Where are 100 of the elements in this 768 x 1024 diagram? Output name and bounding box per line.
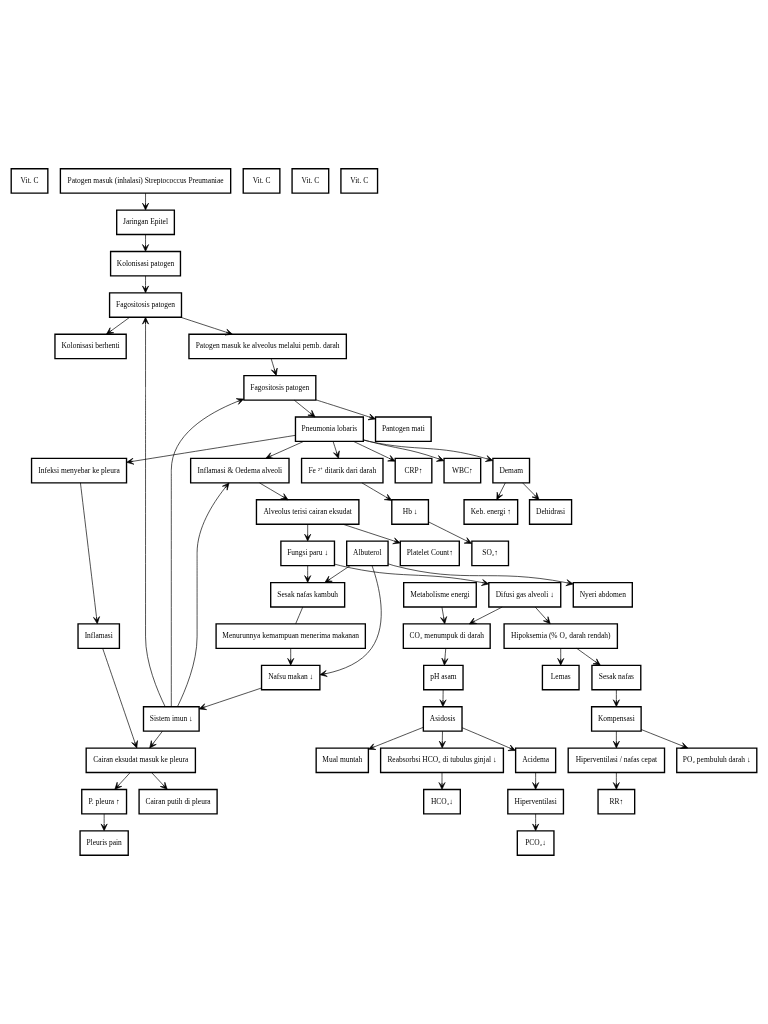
node-box: Vit. C bbox=[242, 168, 281, 194]
arrow bbox=[438, 730, 446, 749]
node-box: Kolonisasi patogen bbox=[109, 250, 182, 277]
node-box: PCO₂↓ bbox=[516, 830, 555, 856]
arrow bbox=[126, 435, 296, 465]
node-box: Hiperventilasi / nafas cepat bbox=[567, 747, 666, 774]
node-box: Cairan eksudat masuk ke pleura bbox=[85, 747, 197, 774]
arrow bbox=[259, 482, 289, 501]
arrow bbox=[102, 648, 138, 749]
node-box: Mual muntah bbox=[315, 747, 370, 774]
arrow bbox=[532, 813, 539, 832]
arrow bbox=[287, 648, 295, 666]
arrow bbox=[441, 648, 449, 666]
arrow bbox=[319, 565, 382, 677]
node-box: Menurunnya kemampuan menerima makanan bbox=[215, 623, 366, 650]
arrow bbox=[270, 358, 278, 376]
node-box: Patogen masuk (inhalasi) Streptococcus Preumaniae bbox=[59, 168, 232, 194]
node-box: Vit. C bbox=[340, 168, 379, 194]
arrow bbox=[387, 563, 574, 586]
node-box: Cairan putih di pleura bbox=[138, 788, 218, 815]
node-box: Fungsi paru ↓ bbox=[280, 540, 336, 567]
node-box: Fagositosis patogen bbox=[108, 292, 183, 318]
arrow bbox=[428, 521, 472, 544]
node-box: Kompensasi bbox=[590, 706, 642, 732]
arrow bbox=[142, 317, 166, 707]
node-box: Keb. energi ↑ bbox=[463, 499, 519, 525]
node-box: CO₂ menumpuk di darah bbox=[402, 623, 491, 650]
node-box: Sesak nafas kambuh bbox=[270, 581, 346, 608]
node-box: Fagositosis patogen bbox=[243, 374, 317, 401]
node-box: Acidema bbox=[514, 747, 557, 774]
node-box: Sesak nafas bbox=[591, 664, 642, 691]
arrow bbox=[100, 813, 108, 832]
arrow bbox=[612, 689, 620, 707]
node-box: Vit. C bbox=[10, 168, 49, 194]
arrow bbox=[557, 648, 565, 666]
node-box: Platelet Count↑ bbox=[399, 540, 460, 567]
arrow bbox=[304, 523, 312, 542]
arrow bbox=[353, 441, 396, 462]
node-box: Pleuris pain bbox=[79, 830, 129, 856]
node-box: Hipoksemia (% O₂ darah rendah) bbox=[503, 623, 619, 650]
node-box: RR↑ bbox=[597, 788, 636, 815]
arrow bbox=[522, 482, 540, 500]
arrow bbox=[315, 399, 376, 421]
node-box: CRP↑ bbox=[394, 457, 433, 484]
node-box: Fe ²⁺ ditarik dari darah bbox=[300, 457, 384, 484]
node-box: Demam bbox=[492, 457, 531, 484]
node-box: Hiperventilasi bbox=[507, 788, 565, 815]
arrow bbox=[368, 727, 424, 750]
arrow bbox=[576, 648, 601, 666]
arrow bbox=[468, 606, 503, 625]
arrow bbox=[534, 606, 551, 625]
node-box: Pantogen mati bbox=[374, 416, 432, 443]
node-box: Pneumonia lobaris bbox=[294, 416, 364, 443]
arrow bbox=[324, 565, 351, 583]
node-box: Jaringan Epitel bbox=[116, 209, 176, 236]
arrow bbox=[304, 565, 312, 583]
arrow bbox=[177, 482, 230, 707]
arrow bbox=[439, 689, 447, 707]
node-box: Nafsu makan ↓ bbox=[260, 664, 321, 691]
connector bbox=[295, 606, 304, 625]
node-box: Vit. C bbox=[291, 168, 330, 194]
arrow bbox=[612, 730, 620, 749]
arrow bbox=[532, 772, 539, 790]
node-box: P. pleura ↑ bbox=[81, 788, 128, 815]
node-box: Reabsorbsi HCO₃ di tubulus ginjal ↓ bbox=[379, 747, 505, 774]
node-box: Inflamasi & Oedema alveoli bbox=[189, 457, 290, 484]
node-box: Alveolus terisi cairan eksudat bbox=[255, 499, 360, 525]
node-box: Dehidrasi bbox=[528, 499, 573, 525]
node-box: HCO₃↓ bbox=[423, 788, 461, 815]
arrow bbox=[332, 441, 340, 459]
node-box: PO₂ pembuluh darah ↓ bbox=[676, 747, 758, 774]
node-box: Kolonisasi berhenti bbox=[54, 333, 127, 360]
node-box: Asidosis bbox=[422, 706, 463, 732]
node-box: SO₂↑ bbox=[471, 540, 510, 567]
arrow bbox=[640, 729, 689, 749]
arrow bbox=[334, 563, 490, 586]
arrow bbox=[342, 523, 401, 545]
node-box: Lemas bbox=[541, 664, 580, 691]
node-box: Difusi gas alveoli ↓ bbox=[488, 581, 562, 608]
arrow bbox=[363, 439, 445, 462]
arrow bbox=[151, 772, 168, 790]
arrow bbox=[496, 482, 506, 500]
node-box: Metabolisme energi bbox=[403, 581, 477, 608]
arrow bbox=[461, 727, 516, 751]
node-box: Albuterol bbox=[346, 540, 389, 567]
node-box: Hb ↓ bbox=[391, 499, 430, 525]
node-box: WBC↑ bbox=[443, 457, 482, 484]
arrow bbox=[142, 192, 149, 211]
arrow bbox=[198, 687, 262, 710]
arrow bbox=[361, 482, 393, 501]
arrow bbox=[114, 772, 131, 790]
node-box: Nyeri abdomen bbox=[572, 581, 633, 608]
node-box: Sistem imun ↓ bbox=[142, 706, 200, 732]
arrow bbox=[438, 772, 446, 790]
arrow bbox=[106, 317, 130, 335]
arrow bbox=[440, 606, 447, 625]
arrow bbox=[265, 441, 304, 459]
arrow bbox=[142, 234, 149, 252]
arrow bbox=[170, 398, 245, 707]
node-box: Inflamasi bbox=[77, 623, 121, 650]
